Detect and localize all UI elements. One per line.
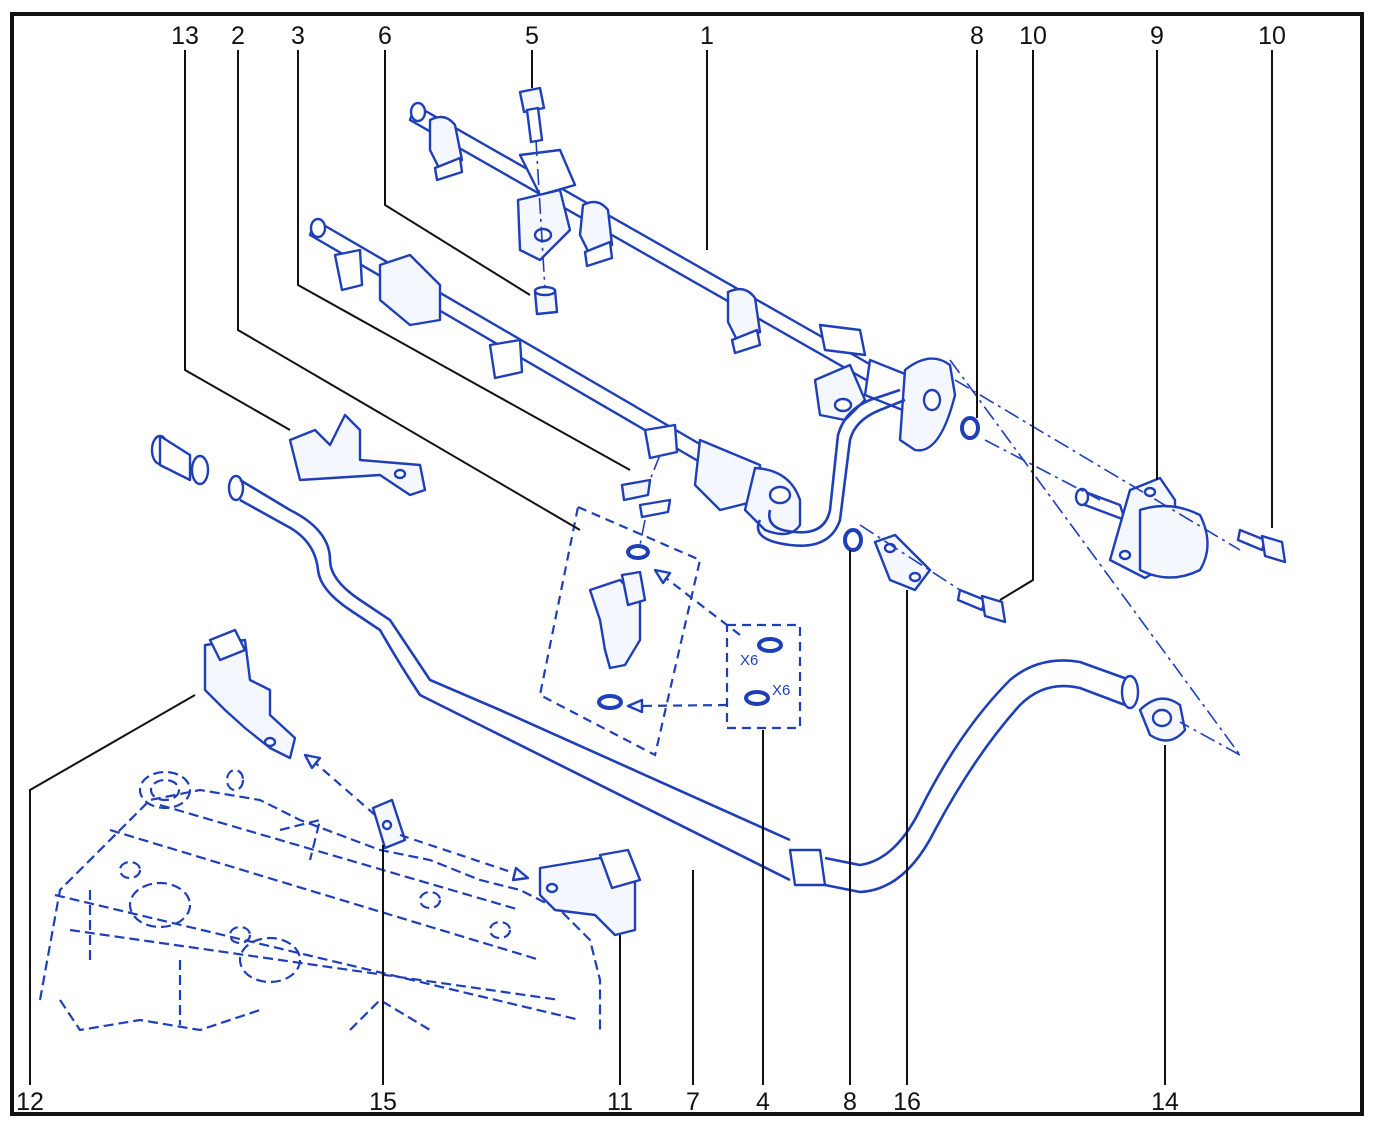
callout-9: 9: [1150, 22, 1164, 50]
callout-8-top: 8: [970, 22, 984, 50]
oring-kit-box: X6 X6: [725, 623, 802, 730]
callout-8-bottom: 8: [843, 1088, 857, 1116]
fuel-rail-upper: [408, 101, 957, 452]
fuel-rail-lower: [308, 217, 906, 547]
callout-16: 16: [893, 1088, 921, 1116]
callout-1: 1: [700, 22, 714, 50]
callout-7: 7: [686, 1088, 700, 1116]
quantity-lower: X6: [772, 682, 790, 699]
callout-15: 15: [369, 1088, 397, 1116]
fuel-feed-pipe-7: [150, 434, 1140, 894]
pressure-regulator-9: [1074, 476, 1209, 580]
callout-10-top-right: 10: [1258, 22, 1286, 50]
seal-8-upper: [960, 416, 980, 440]
leader-lines: [29, 50, 1273, 1085]
callouts-top: 13 2 3 6 5 1 8 10 9 10: [171, 22, 1286, 50]
injector-kit-box: [538, 478, 702, 757]
callout-10-top-left: 10: [1019, 22, 1047, 50]
engine-head: [38, 768, 602, 1032]
callout-11: 11: [607, 1088, 633, 1116]
clamp-14: [1138, 697, 1187, 742]
spacer-6: [533, 285, 559, 316]
callout-5: 5: [525, 22, 539, 50]
callout-2: 2: [231, 22, 245, 50]
quantity-upper: X6: [740, 652, 758, 669]
assembly-arrows: [303, 359, 1241, 882]
callouts-bottom: 12 15 11 7 4 8 16 14: [16, 1088, 1179, 1116]
bolt-10-right: [1236, 528, 1287, 564]
callout-4: 4: [756, 1088, 770, 1116]
clip-15: [371, 798, 407, 850]
bracket-13: [288, 413, 427, 497]
callout-13: 13: [171, 22, 199, 50]
clip-12: [203, 628, 297, 760]
clip-11: [538, 848, 642, 937]
bolt-10-left: [956, 588, 1007, 624]
seal-8-lower: [843, 528, 863, 552]
bolt-5: [518, 86, 546, 291]
callout-12: 12: [16, 1088, 44, 1116]
callout-3: 3: [291, 22, 305, 50]
plate-16: [873, 533, 932, 592]
callout-14: 14: [1151, 1088, 1179, 1116]
callout-6: 6: [378, 22, 392, 50]
